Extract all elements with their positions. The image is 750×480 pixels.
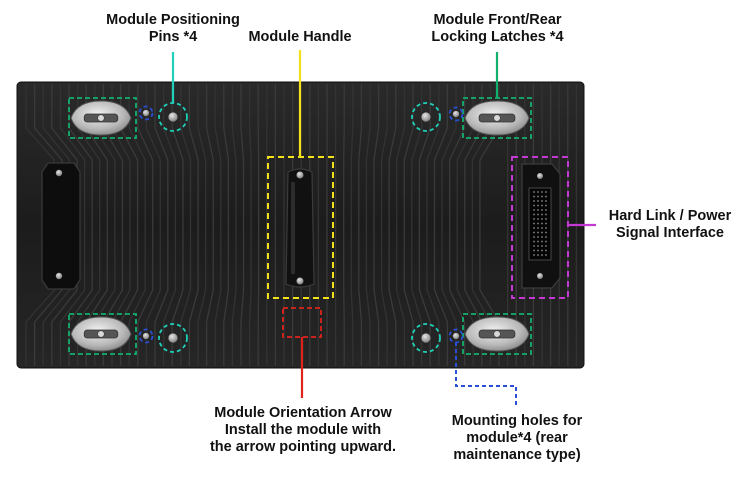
module-rib xyxy=(403,84,414,366)
side-bracket-plate xyxy=(41,162,81,290)
module-rib xyxy=(188,84,199,366)
screw-pin-icon xyxy=(167,111,179,123)
module-rib xyxy=(68,84,93,366)
screw-pin-icon xyxy=(452,332,460,340)
module-rib xyxy=(205,84,214,366)
module-rib xyxy=(396,84,406,366)
latch-annotation-box xyxy=(68,313,137,355)
module-rib xyxy=(373,84,380,366)
module-rib xyxy=(411,84,423,366)
module-rib xyxy=(137,84,154,366)
screw-pin-icon xyxy=(142,109,150,117)
handle-screw-icon xyxy=(296,171,304,179)
latch-annotation-box xyxy=(68,97,137,139)
module-rib xyxy=(388,84,397,366)
annotations xyxy=(171,50,596,408)
mounting-hole-annotation xyxy=(138,105,154,121)
screw-pin-icon xyxy=(452,110,460,118)
handle-grip xyxy=(285,168,315,288)
screw-pin-icon xyxy=(142,332,150,340)
module-features xyxy=(68,97,532,355)
module-rib xyxy=(214,84,222,366)
handle-screw-icon xyxy=(296,277,304,285)
hard-link-annotation-box xyxy=(511,156,569,299)
module-rib xyxy=(350,84,354,366)
module-rib xyxy=(180,84,192,366)
screw-pin-icon xyxy=(420,332,432,344)
orientation-arrow-annotation-box xyxy=(282,307,322,338)
module-rib xyxy=(358,84,363,366)
screw-pin-icon xyxy=(167,332,179,344)
positioning-pin-annotation xyxy=(158,323,188,353)
screw-pin-icon xyxy=(420,111,432,123)
positioning-pin-annotation xyxy=(411,102,441,132)
connector-screw-icon xyxy=(537,173,543,179)
side-bracket xyxy=(41,162,81,290)
module-rib xyxy=(448,84,466,366)
module-rib xyxy=(197,84,207,366)
module-handle xyxy=(285,168,315,288)
latch-center-icon xyxy=(97,114,105,122)
latch-center-icon xyxy=(97,330,105,338)
handle-label: Module Handle xyxy=(248,29,352,45)
module-rib xyxy=(365,84,371,366)
module-rib xyxy=(154,84,169,366)
module-rib xyxy=(162,84,177,366)
module-rib xyxy=(223,84,230,366)
positioning-pin-annotation xyxy=(411,323,441,353)
connector-screw-icon xyxy=(537,273,543,279)
module-rib xyxy=(380,84,388,366)
mounting-holes-leader-line xyxy=(455,342,517,408)
module-rib xyxy=(248,84,252,366)
hard-link-connector xyxy=(521,163,561,289)
latch-center-icon xyxy=(493,330,501,338)
module-rib xyxy=(240,84,245,366)
latch-center-icon xyxy=(493,114,501,122)
module-rib xyxy=(433,84,449,366)
module-rib xyxy=(343,84,345,366)
module-rib xyxy=(418,84,431,366)
module-rib xyxy=(231,84,237,366)
connector-pins xyxy=(528,187,552,261)
bracket-screw-icon xyxy=(55,272,63,280)
module-rib xyxy=(59,84,86,366)
mounting-hole-annotation xyxy=(448,106,464,122)
handle-grip-highlight xyxy=(291,182,295,274)
bracket-screw-icon xyxy=(55,169,63,177)
mounting-hole-annotation xyxy=(138,328,154,344)
